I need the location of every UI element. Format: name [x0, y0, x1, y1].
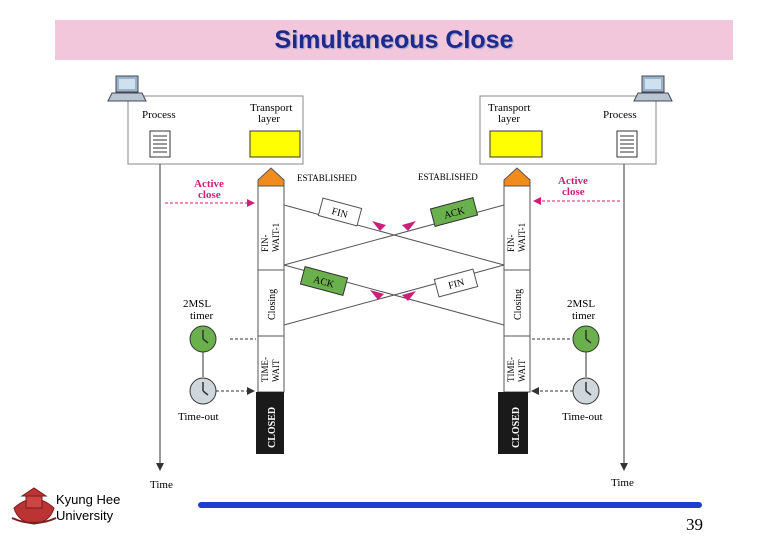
slide-title: Simultaneous Close	[274, 26, 514, 54]
left-time-wait-label-2: WAIT	[271, 359, 281, 382]
right-closed-label: CLOSED	[511, 407, 522, 448]
right-fin-wait-box	[503, 185, 531, 271]
left-closing-label: Closing	[267, 289, 278, 320]
left-transport-label-2: layer	[258, 113, 280, 125]
left-transport-buffer	[249, 130, 301, 158]
left-timeout-label: Time-out	[178, 411, 219, 423]
right-time-wait-label-1: TIME-	[506, 357, 516, 382]
left-document-icon	[149, 130, 171, 158]
left-computer-icon	[107, 75, 147, 102]
left-active-close-label-1: Active	[194, 178, 224, 190]
svg-text:ACK: ACK	[312, 274, 336, 290]
right-document-icon	[616, 130, 638, 158]
right-timer-end-icon	[572, 377, 600, 405]
footer-bar	[198, 502, 702, 508]
left-closed-label: CLOSED	[267, 407, 278, 448]
segment-ack-right: ACK	[429, 197, 479, 227]
university-name: Kyung Hee University	[56, 492, 120, 524]
segment-fin-left: FIN	[317, 197, 363, 227]
left-established-label: ESTABLISHED	[297, 173, 357, 183]
ack-right-arrowhead	[402, 221, 416, 231]
left-active-close-label-2: close	[198, 189, 221, 201]
university-name-line2: University	[56, 508, 114, 523]
svg-text:FIN: FIN	[447, 277, 465, 292]
university-name-line1: Kyung Hee	[56, 492, 121, 507]
right-closed-box	[498, 392, 528, 454]
ack-left-arrowhead	[370, 290, 384, 300]
university-logo-icon	[11, 487, 57, 525]
svg-text:FIN: FIN	[330, 206, 348, 221]
left-time-wait-box	[257, 335, 285, 393]
left-closed-box	[256, 392, 284, 454]
left-time-wait-label-1: TIME-	[260, 357, 270, 382]
right-time-wait-box	[503, 335, 531, 393]
left-fin-wait-box	[257, 185, 285, 271]
left-fin-wait-label-1: FIN-	[260, 234, 270, 252]
right-active-close-label-1: Active	[558, 175, 588, 187]
right-process-label: Process	[603, 109, 637, 121]
left-timer-label-1: 2MSL	[183, 298, 211, 310]
left-timer-end-icon	[189, 377, 217, 405]
right-timer-label-1: 2MSL	[567, 298, 595, 310]
title-banner: Simultaneous Close	[55, 20, 733, 60]
right-timer-label-2: timer	[572, 310, 596, 322]
right-transport-label-1: Transport	[488, 102, 530, 114]
svg-text:ACK: ACK	[443, 205, 467, 221]
fin-right-arrowhead	[402, 291, 416, 301]
left-fin-wait-label-2: WAIT-1	[271, 223, 281, 252]
right-fin-wait-label-2: WAIT-1	[517, 223, 527, 252]
right-time-label: Time	[611, 477, 634, 489]
right-fin-wait-label-1: FIN-	[506, 234, 516, 252]
left-process-label: Process	[142, 109, 176, 121]
right-computer-icon	[633, 75, 673, 102]
right-transport-label-2: layer	[498, 113, 520, 125]
left-timer-label-2: timer	[190, 310, 214, 322]
right-closing-box	[503, 269, 531, 337]
right-active-close-label-2: close	[562, 186, 585, 198]
left-transport-label-1: Transport	[250, 102, 292, 114]
segment-ack-left: ACK	[299, 266, 349, 296]
right-timer-start-icon	[572, 325, 600, 353]
right-time-wait-label-2: WAIT	[517, 359, 527, 382]
right-established-marker	[503, 167, 531, 187]
left-established-marker	[257, 167, 285, 187]
left-timer-start-icon	[189, 325, 217, 353]
right-timeout-label: Time-out	[562, 411, 603, 423]
slide-number: 39	[686, 515, 703, 534]
right-closing-label: Closing	[513, 289, 524, 320]
right-transport-buffer	[489, 130, 543, 158]
fin-left-arrowhead	[372, 221, 386, 231]
right-established-label: ESTABLISHED	[418, 172, 478, 182]
left-time-label: Time	[150, 479, 173, 491]
segment-fin-right: FIN	[433, 268, 479, 298]
